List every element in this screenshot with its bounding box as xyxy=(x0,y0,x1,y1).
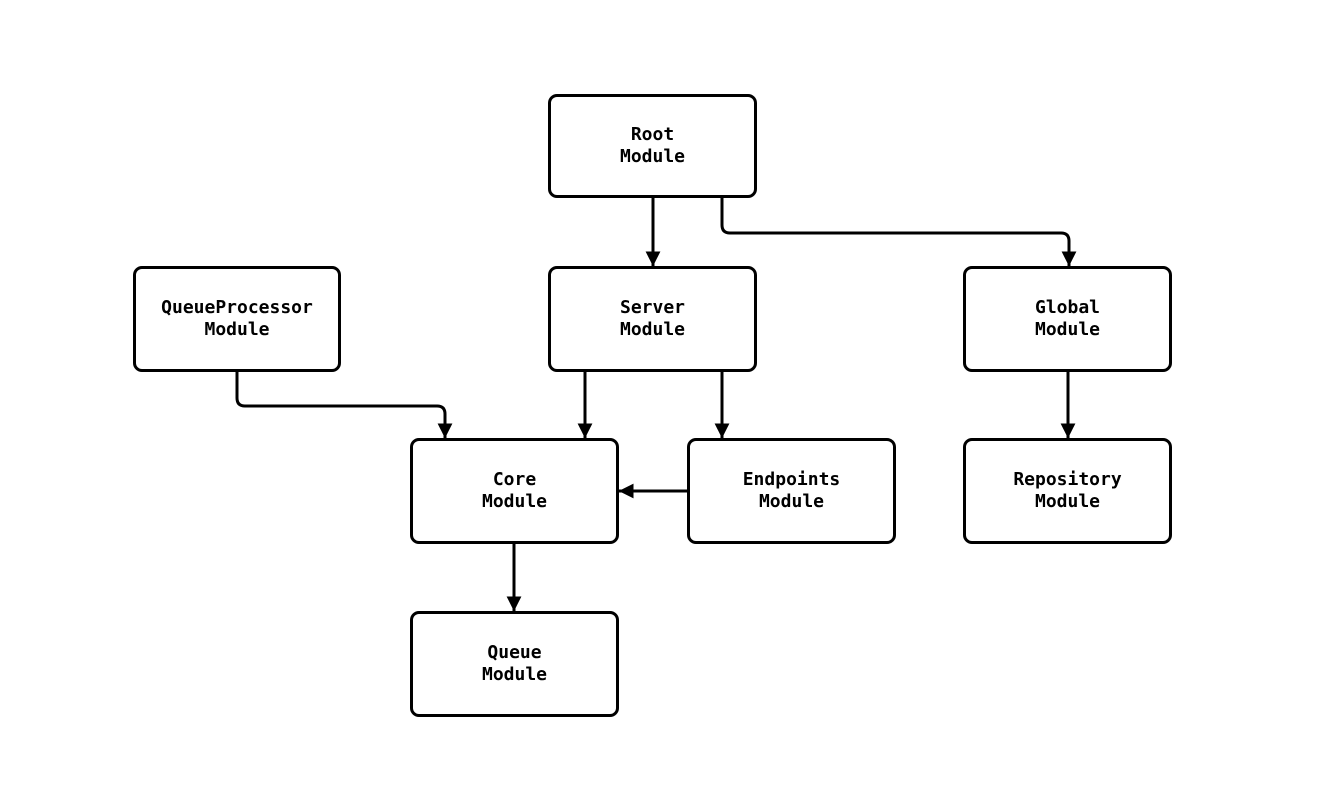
node-repository-module: Repository Module xyxy=(963,438,1172,544)
node-endpoints-module-label: Endpoints Module xyxy=(742,469,841,512)
node-core-module: Core Module xyxy=(410,438,619,544)
node-root-module-label: Root Module xyxy=(619,124,686,167)
node-global-module: Global Module xyxy=(963,266,1172,372)
node-queueprocessor-module-label: QueueProcessor Module xyxy=(161,297,313,340)
node-core-module-label: Core Module xyxy=(481,469,548,512)
node-queue-module: Queue Module xyxy=(410,611,619,717)
node-endpoints-module: Endpoints Module xyxy=(687,438,896,544)
node-server-module-label: Server Module xyxy=(619,297,686,340)
edge-queueprocessor-to-core xyxy=(235,372,453,439)
node-global-module-label: Global Module xyxy=(1034,297,1101,340)
node-queueprocessor-module: QueueProcessor Module xyxy=(133,266,341,372)
node-queue-module-label: Queue Module xyxy=(481,642,548,685)
node-repository-module-label: Repository Module xyxy=(1013,469,1122,512)
node-server-module: Server Module xyxy=(548,266,757,372)
edge-root-to-global xyxy=(720,198,1077,267)
node-root-module: Root Module xyxy=(548,94,757,198)
